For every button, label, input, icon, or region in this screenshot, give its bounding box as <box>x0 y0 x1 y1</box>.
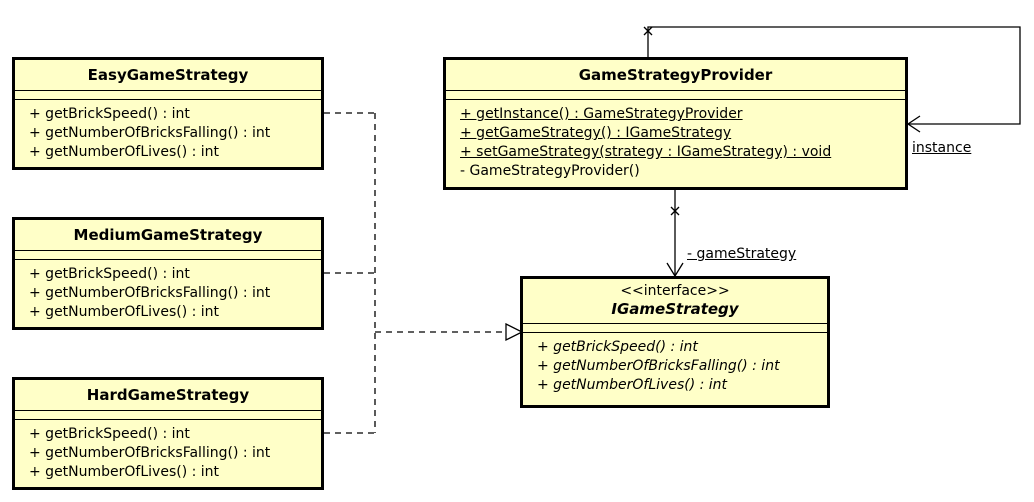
class-easy-game-strategy[interactable]: EasyGameStrategy + getBrickSpeed() : int… <box>12 57 324 170</box>
operation: + getNumberOfLives() : int <box>537 377 728 393</box>
divider <box>446 99 905 100</box>
interface-header: <<interface>> IGameStrategy <box>523 279 827 323</box>
self-association <box>643 26 1021 133</box>
divider <box>15 259 321 260</box>
role-label-game-strategy: - gameStrategy <box>687 246 797 262</box>
class-name: HardGameStrategy <box>86 386 250 404</box>
class-name: MediumGameStrategy <box>73 226 263 244</box>
realization-arrowhead <box>505 322 524 342</box>
divider <box>15 99 321 100</box>
operation: + getNumberOfBricksFalling() : int <box>537 358 780 374</box>
operation: + getNumberOfBricksFalling() : int <box>29 125 271 141</box>
operation-static: + getGameStrategy() : IGameStrategy <box>460 125 732 141</box>
attributes-compartment <box>523 324 827 332</box>
operations-compartment: + getInstance() : GameStrategyProvider +… <box>446 100 905 181</box>
class-name: GameStrategyProvider <box>578 66 773 84</box>
attributes-compartment <box>446 91 905 99</box>
divider <box>446 90 905 91</box>
operation: + getNumberOfLives() : int <box>29 144 220 160</box>
operation: + getBrickSpeed() : int <box>29 426 190 442</box>
operation-static: + setGameStrategy(strategy : IGameStrate… <box>460 144 832 160</box>
operation: + getBrickSpeed() : int <box>29 106 190 122</box>
strategy-association <box>666 189 684 278</box>
operations-compartment: + getBrickSpeed() : int + getNumberOfBri… <box>15 100 321 162</box>
divider <box>15 419 321 420</box>
class-medium-game-strategy[interactable]: MediumGameStrategy + getBrickSpeed() : i… <box>12 217 324 330</box>
realization-connectors <box>324 112 506 434</box>
self-association-arrowhead <box>906 115 921 133</box>
operation: + getNumberOfLives() : int <box>29 464 220 480</box>
class-game-strategy-provider[interactable]: GameStrategyProvider + getInstance() : G… <box>443 57 908 190</box>
attributes-compartment <box>15 411 321 419</box>
operation: + getNumberOfBricksFalling() : int <box>29 285 271 301</box>
strategy-association-x-mark-b <box>670 206 680 216</box>
class-name: EasyGameStrategy <box>87 66 249 84</box>
attributes-compartment <box>15 91 321 99</box>
role-label-instance: instance <box>912 140 972 156</box>
divider <box>15 410 321 411</box>
class-hard-game-strategy[interactable]: HardGameStrategy + getBrickSpeed() : int… <box>12 377 324 490</box>
operation-static: + getInstance() : GameStrategyProvider <box>460 106 743 122</box>
operation: + getNumberOfBricksFalling() : int <box>29 445 271 461</box>
operation: + getBrickSpeed() : int <box>29 266 190 282</box>
attributes-compartment <box>15 251 321 259</box>
operation: - GameStrategyProvider() <box>460 163 640 179</box>
self-association-x-mark-b <box>643 26 653 36</box>
operation: + getNumberOfLives() : int <box>29 304 220 320</box>
stereotype-label: <<interface>> <box>620 283 730 299</box>
divider <box>523 332 827 333</box>
divider <box>15 250 321 251</box>
interface-name: IGameStrategy <box>611 300 739 318</box>
divider <box>15 90 321 91</box>
divider <box>523 323 827 324</box>
operations-compartment: + getBrickSpeed() : int + getNumberOfBri… <box>523 333 827 395</box>
operations-compartment: + getBrickSpeed() : int + getNumberOfBri… <box>15 260 321 322</box>
operations-compartment: + getBrickSpeed() : int + getNumberOfBri… <box>15 420 321 482</box>
interface-igame-strategy[interactable]: <<interface>> IGameStrategy + getBrickSp… <box>520 276 830 408</box>
operation: + getBrickSpeed() : int <box>537 339 698 355</box>
